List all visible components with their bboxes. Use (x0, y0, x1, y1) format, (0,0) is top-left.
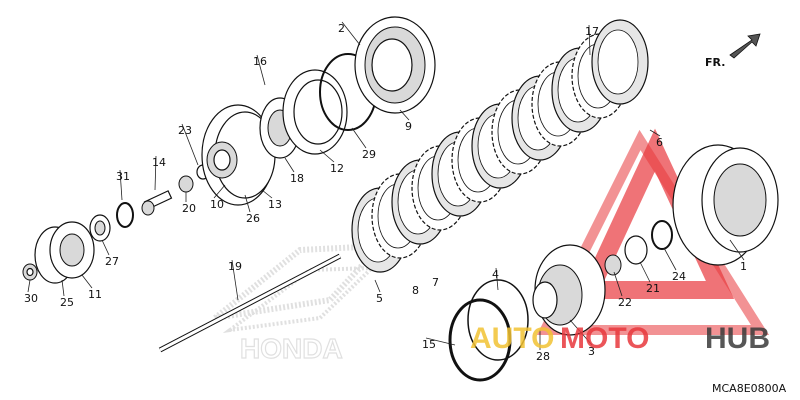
leader-line-30 (27, 279, 31, 293)
part-label-20: 20 (182, 202, 196, 215)
part-label-14: 14 (152, 156, 166, 169)
clutch-plate (591, 19, 649, 105)
part-12 (282, 69, 348, 155)
part-bolt (141, 190, 173, 216)
direction-label: FR. (705, 56, 725, 69)
leader-line-16 (256, 54, 266, 86)
leader-line-24 (663, 247, 677, 271)
part-label-13: 13 (268, 198, 282, 211)
part-label-4: 4 (492, 268, 499, 281)
leader-line-9 (399, 109, 410, 121)
part-label-28: 28 (536, 350, 550, 363)
part-label-10: 10 (210, 198, 224, 211)
part-label-11: 11 (88, 288, 102, 301)
part-label-22: 22 (618, 296, 632, 309)
leader-line-17 (588, 24, 591, 56)
leader-line-26 (244, 194, 251, 213)
part-label-3: 3 (588, 345, 595, 358)
part-drum (354, 16, 436, 114)
part-label-29: 29 (362, 148, 376, 161)
leader-line-4 (495, 267, 499, 291)
part-label-26: 26 (246, 212, 260, 225)
part-label-8: 8 (412, 284, 419, 297)
part-shaft (158, 253, 342, 353)
part-bearing-21 (624, 235, 648, 265)
part-label-30: 30 (24, 292, 38, 305)
leader-line-6 (649, 129, 661, 137)
part-washer-20 (178, 175, 194, 193)
watermark-hub: HUB (705, 322, 770, 355)
part-label-21: 21 (646, 282, 660, 295)
part-label-9: 9 (405, 120, 412, 133)
leader-line-3 (569, 319, 593, 346)
leader-line-1 (729, 239, 745, 261)
part-ring-4 (467, 279, 529, 361)
leader-line-10 (213, 184, 226, 199)
leader-line-25 (61, 279, 65, 297)
watermark-moto: MOTO (560, 322, 649, 355)
leader-line-27 (101, 239, 110, 256)
part-cover (34, 221, 95, 284)
leader-line-5 (374, 279, 381, 293)
leader-line-11 (81, 274, 93, 289)
leader-line-2 (341, 21, 361, 46)
part-label-31: 31 (116, 170, 130, 183)
part-label-27: 27 (105, 255, 119, 268)
watermark-brand: AUTO MOTO HUB (470, 322, 770, 355)
leader-line-23 (181, 123, 199, 166)
figure-code: MCA8E0800A (712, 382, 787, 395)
part-label-25: 25 (60, 296, 74, 309)
part-label-16: 16 (253, 55, 267, 68)
leader-line-29 (351, 127, 367, 149)
leader-line-19 (231, 259, 239, 301)
part-label-1: 1 (740, 260, 747, 273)
leader-line-12 (319, 149, 335, 163)
leader-line-31 (119, 169, 123, 201)
leader-line-15 (425, 337, 456, 346)
logo-text: HONDA (240, 333, 343, 364)
part-label-5: 5 (376, 292, 383, 305)
part-label-12: 12 (330, 162, 344, 175)
part-label-24: 24 (672, 270, 686, 283)
part-bearing (89, 214, 111, 242)
part-label-23: 23 (178, 124, 192, 137)
part-label-19: 19 (228, 260, 242, 273)
leader-line-18 (284, 157, 295, 173)
clutch-plates (351, 19, 649, 273)
leader-line-22 (613, 271, 623, 297)
part-nut (22, 263, 38, 281)
part-label-2: 2 (338, 22, 345, 35)
part-label-18: 18 (290, 172, 304, 185)
part-label-6: 6 (656, 136, 663, 149)
part-label-7: 7 (432, 276, 439, 289)
part-ring-24 (651, 220, 673, 250)
part-label-17: 17 (585, 25, 599, 38)
watermark-auto: AUTO (470, 322, 554, 355)
part-washer-22 (604, 254, 622, 276)
part-labels: 1234567891011121314151617181920212223242… (24, 22, 747, 363)
leader-line-21 (639, 261, 651, 283)
part-snap-ring (116, 202, 134, 228)
direction-indicator: FR. (705, 33, 761, 69)
part-label-15: 15 (422, 338, 436, 351)
part-ring-15 (448, 298, 512, 382)
part-hub (532, 244, 606, 336)
leader-lines (27, 21, 745, 350)
leader-line-13 (261, 189, 273, 199)
part-outer-housing (672, 144, 779, 266)
leader-line-14 (154, 155, 157, 191)
